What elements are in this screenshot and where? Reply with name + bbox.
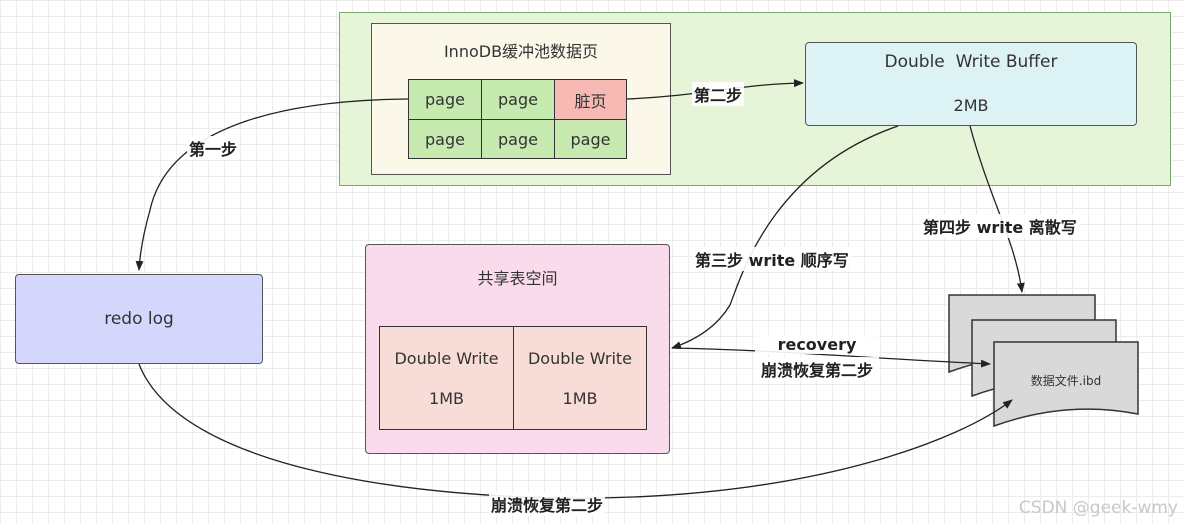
watermark: CSDN @geek-wmy: [1018, 498, 1178, 518]
step4-label: 第四步 write 离散写: [921, 214, 1079, 238]
double-write-area-2: [513, 326, 647, 430]
redo-log-box: redo log: [15, 274, 263, 364]
double-write-buffer: [805, 42, 1137, 126]
data-file-doc-front: [993, 341, 1139, 428]
step3-label: 第三步 write 顺序写: [693, 247, 851, 271]
double-write-area-1: [379, 326, 514, 430]
redo-log-label: redo log: [104, 309, 174, 329]
double-write-area-1-size: 1MB: [429, 389, 464, 408]
step2-label: 第二步: [692, 82, 745, 106]
arrow-step1: [135, 98, 409, 271]
arrow-recovery: [671, 347, 991, 368]
double-write-area-2-size: 1MB: [562, 389, 598, 408]
crash-recovery-label: 崩溃恢复第二步: [489, 492, 606, 516]
arrow-crash-recovery: [138, 363, 1013, 499]
page-cell: page: [554, 119, 627, 159]
arrow-step3: [671, 125, 899, 349]
recovery-step-label: 崩溃恢复第二步: [755, 357, 879, 381]
double-write-area-1-title: Double Write: [394, 349, 499, 368]
double-write-buffer-title: Double Write Buffer: [884, 52, 1058, 72]
recovery-label: recovery: [755, 335, 879, 354]
shared-tablespace-title: 共享表空间: [477, 269, 558, 288]
step1-label: 第一步: [187, 136, 240, 160]
double-write-area-2-title: Double Write: [527, 349, 633, 368]
double-write-buffer-size: 2MB: [953, 96, 989, 115]
arrow-step4: [969, 125, 1025, 293]
innodb-buffer-pool-title: InnoDB缓冲池数据页: [443, 42, 599, 61]
data-file-label: 数据文件.ibd: [1030, 374, 1102, 388]
page-cell: page: [408, 119, 482, 159]
